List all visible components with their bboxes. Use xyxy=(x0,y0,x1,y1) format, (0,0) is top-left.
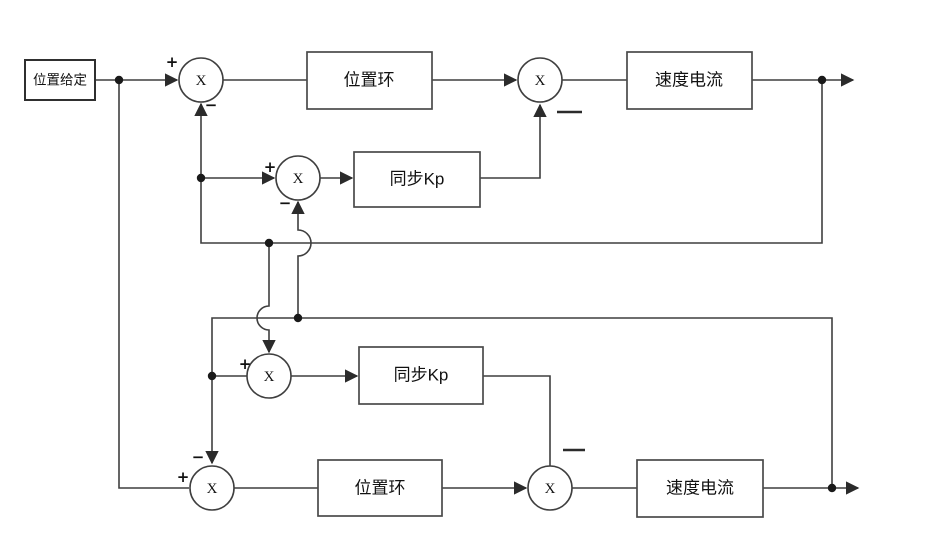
summer-bottom-mid: X xyxy=(527,465,573,511)
summer-bottom-left-circle xyxy=(189,465,235,511)
junction-dot-bottom-feedback-line xyxy=(293,313,303,323)
block-sync-kp-top-label: 同步Kp xyxy=(390,170,445,189)
summer-bottom-left-symbol: X xyxy=(207,481,218,497)
summer-bottom-left: X xyxy=(189,465,235,511)
junction-dot-top-feedback-line xyxy=(264,238,274,248)
plus-sign-summer-sync-top: + xyxy=(264,158,277,176)
wire-bottom-feedback-to-sync-summer-top-minus xyxy=(291,200,312,318)
summer-sync-top-symbol: X xyxy=(293,171,304,187)
summer-top-left-symbol: X xyxy=(196,73,207,89)
wire-ref-branch-to-summer-bottom-left xyxy=(118,80,189,489)
block-position-loop-bottom-box xyxy=(317,459,443,517)
junction-dot-bottom-output xyxy=(827,483,837,493)
plus-sign-summer-top-left: + xyxy=(166,53,179,71)
block-position-loop-top-label: 位置环 xyxy=(344,71,395,90)
summer-top-right-circle xyxy=(517,57,563,103)
block-sync-kp-bottom-box xyxy=(358,346,484,405)
summer-sync-bottom-symbol: X xyxy=(264,369,275,385)
wire-sync-kp-bottom-to-summer-bottom-mid xyxy=(483,375,551,466)
summer-sync-top: X xyxy=(275,155,321,201)
summer-sync-bottom: X xyxy=(246,353,292,399)
junction-dot-bottom-feedback-branch xyxy=(207,371,217,381)
block-speed-current-top-box xyxy=(626,51,753,110)
summer-bottom-mid-symbol: X xyxy=(545,481,556,497)
block-sync-kp-bottom: 同步Kp xyxy=(358,346,484,405)
block-speed-current-top: 速度电流 xyxy=(626,51,753,110)
block-position-loop-top: 位置环 xyxy=(306,51,433,110)
summer-sync-top-circle xyxy=(275,155,321,201)
block-speed-current-bottom-label: 速度电流 xyxy=(666,479,734,498)
block-speed-current-bottom: 速度电流 xyxy=(636,459,764,518)
block-speed-current-top-label: 速度电流 xyxy=(655,71,723,90)
block-sync-kp-top: 同步Kp xyxy=(353,151,481,208)
block-position-loop-top-box xyxy=(306,51,433,110)
summer-top-left-circle xyxy=(178,57,224,103)
junction-dot-ref xyxy=(114,75,124,85)
wire-top-feedback-to-sync-summer-bottom-input xyxy=(256,243,276,354)
wire-bottom-feedback-loop xyxy=(205,317,833,488)
summer-bottom-mid-circle xyxy=(527,465,573,511)
summer-top-right: X xyxy=(517,57,563,103)
junction-dot-top-feedback-branch xyxy=(196,173,206,183)
block-sync-kp-top-box xyxy=(353,151,481,208)
wire-top-feedback-loop xyxy=(194,80,823,244)
block-position-loop-bottom: 位置环 xyxy=(317,459,443,517)
block-position-ref-label: 位置给定 xyxy=(33,73,87,88)
wire-sync-kp-top-to-summer-top-right xyxy=(480,103,547,179)
minus-sign-summer-sync-top: − xyxy=(279,194,292,212)
summer-top-left: X xyxy=(178,57,224,103)
plus-sign-summer-bottom-left: + xyxy=(177,468,190,486)
block-speed-current-bottom-box xyxy=(636,459,764,518)
summer-top-right-symbol: X xyxy=(535,73,546,89)
minus-sign-summer-bottom-left: − xyxy=(192,448,205,466)
minus-sign-summer-top-left: − xyxy=(205,96,218,114)
summer-sync-bottom-circle xyxy=(246,353,292,399)
junction-dot-top-output xyxy=(817,75,827,85)
block-sync-kp-bottom-label: 同步Kp xyxy=(394,366,449,385)
block-position-loop-bottom-label: 位置环 xyxy=(355,479,406,498)
block-position-ref-box xyxy=(24,59,96,101)
plus-sign-summer-sync-bottom: + xyxy=(239,355,252,373)
block-position-ref: 位置给定 xyxy=(24,59,96,101)
